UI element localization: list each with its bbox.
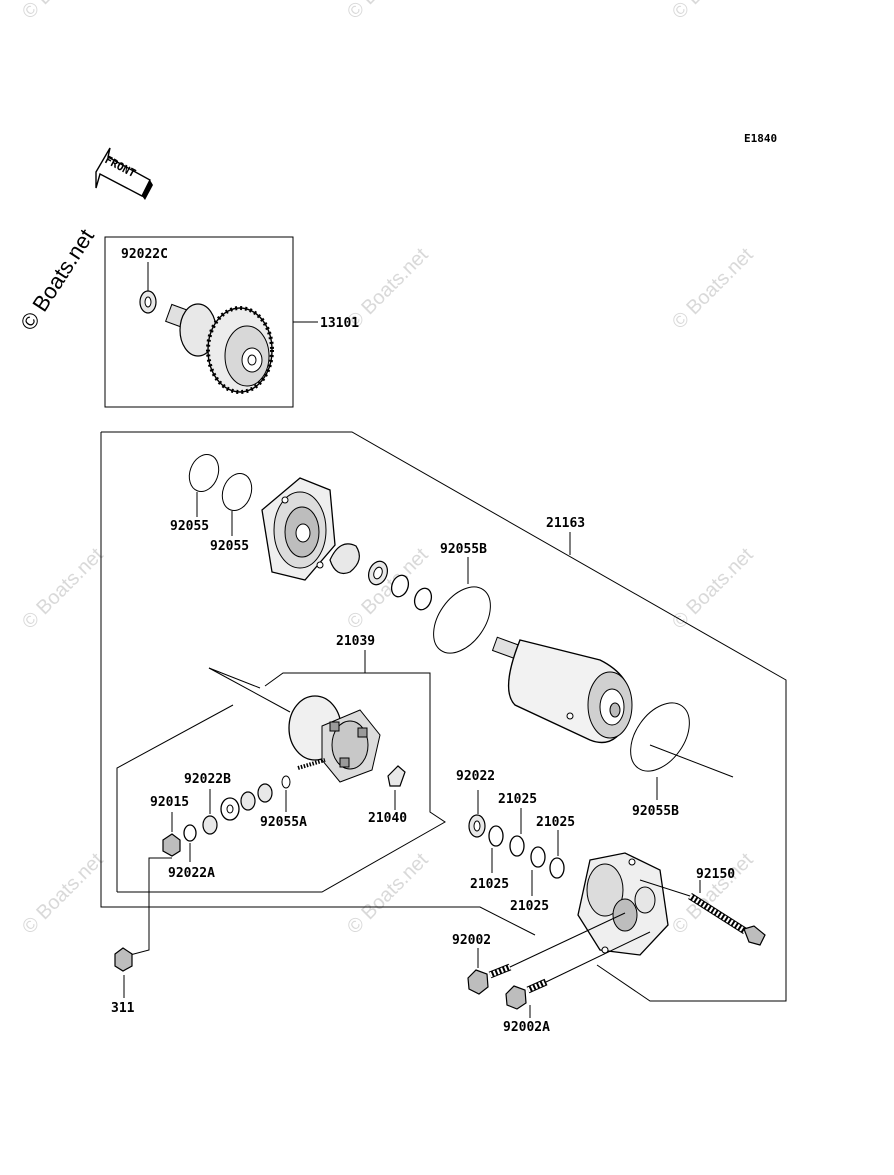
part-label-92150: 92150 [696,867,735,882]
part-label-92022A: 92022A [168,866,215,881]
part-label-92002: 92002 [452,933,491,948]
part-label-92055: 92055 [210,539,249,554]
washer-92022B [202,815,218,835]
o-ring-92055A [281,775,291,789]
watermark-text: © Boats.net [18,849,108,939]
stopper [329,543,360,575]
starter-drive-box [104,236,318,408]
washer [240,791,256,811]
part-label-21163: 21163 [546,516,585,531]
watermarks: © Boats.net © Boats.net © Boats.net © Bo… [15,0,758,939]
starter-drive [165,303,274,394]
o-ring-92055 [188,454,220,492]
nut-311 [114,947,133,972]
part-label-92055: 92055 [170,519,209,534]
part-label-21039: 21039 [336,634,375,649]
part-label-21025: 21025 [470,877,509,892]
o-ring-92055B [630,702,690,772]
shim-21025 [488,825,504,847]
shim-21025 [549,857,565,879]
part-label-92022: 92022 [456,769,495,784]
brush-holder [288,695,381,783]
brush-holder-outline [116,650,446,893]
bolt-92002 [467,963,512,995]
part-label-21025: 21025 [498,792,537,807]
front-cover [261,477,336,581]
watermark-text: © Boats.net [343,0,433,24]
part-label-92002A: 92002A [503,1020,550,1035]
part-label-311: 311 [111,1001,135,1016]
watermark-text: © Boats.net [668,0,758,24]
o-ring-92055 [221,473,253,511]
shim-21025 [509,835,525,857]
starter-motor-outline [100,431,787,1002]
bolt-92002A [505,978,548,1010]
part-label-13101: 13101 [320,316,359,331]
washer [413,587,433,611]
shim-21025 [530,846,546,868]
part-label-21025: 21025 [510,899,549,914]
yoke-assembly [491,636,633,744]
part-label-92022B: 92022B [184,772,231,787]
watermark-text: © Boats.net [668,244,758,334]
part-label-21025: 21025 [536,815,575,830]
rear-cover [577,852,669,956]
part-label-92015: 92015 [150,795,189,810]
brush-spring [387,765,406,787]
watermark-text: © Boats.net [343,849,433,939]
watermark-text: © Boats.net [18,0,108,24]
bolt-92150 [688,893,766,946]
o-ring-92055B [433,586,491,654]
washer [257,783,273,803]
washer [390,574,410,598]
watermark-text: © Boats.net [18,544,108,634]
washer-92022A [183,824,197,842]
part-label-92055A: 92055A [260,815,307,830]
diagram-code: E1840 [744,132,777,145]
nut-92015 [162,833,181,857]
part-label-92022C: 92022C [121,247,168,262]
part-label-21040: 21040 [368,811,407,826]
watermark-text-main: © Boats.net [15,224,99,334]
part-label-92055B: 92055B [632,804,679,819]
part-label-92055B: 92055B [440,542,487,557]
front-arrow-icon: FRONT [95,147,153,200]
